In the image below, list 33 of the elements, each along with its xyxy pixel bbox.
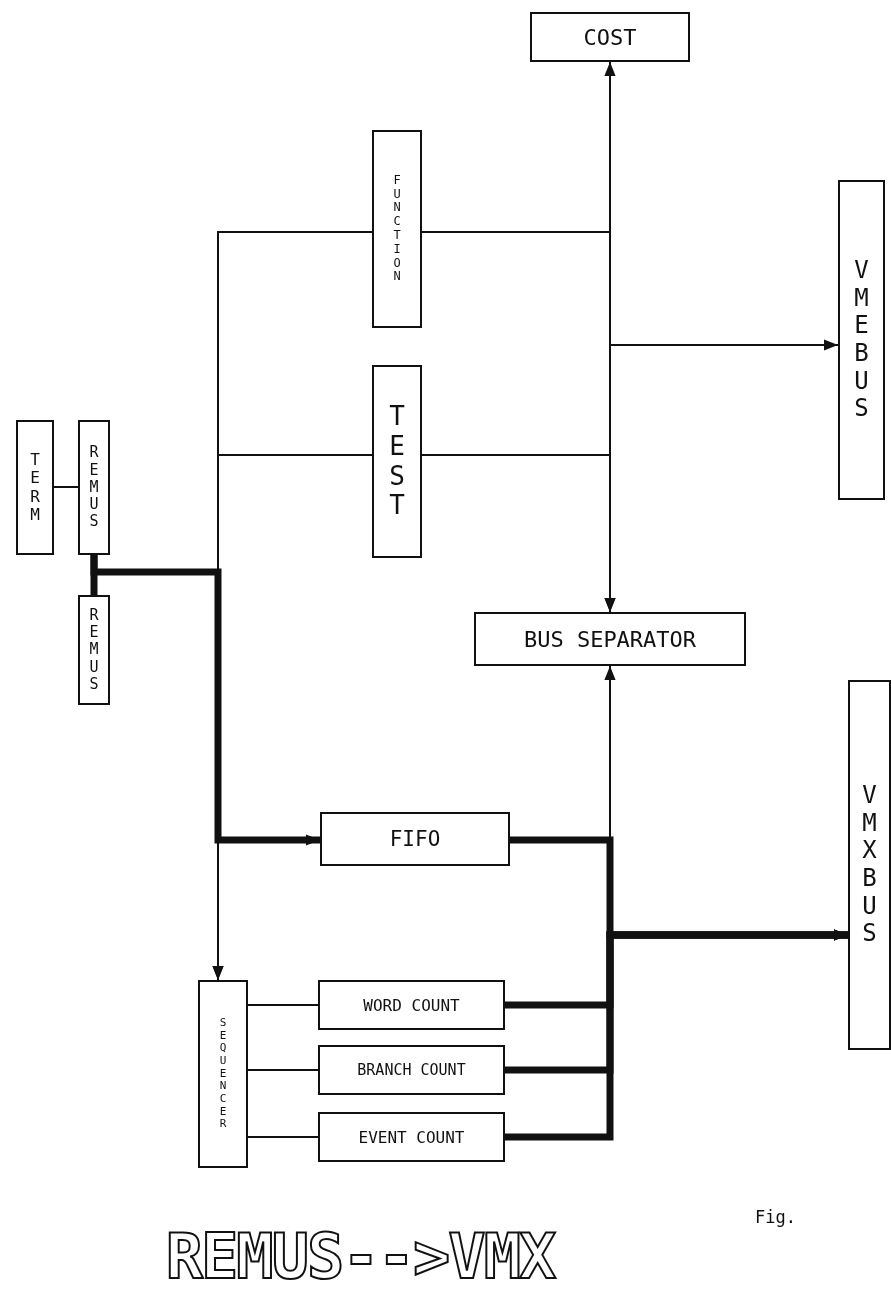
- node-label: REMUS: [89, 444, 99, 531]
- bus-box: [848, 680, 891, 1050]
- node-label: EVENT COUNT: [358, 1127, 465, 1147]
- node-label: COST: [583, 24, 637, 50]
- node-label: REMUS: [89, 606, 99, 694]
- node-label: VMX BUS: [862, 782, 877, 948]
- bus-box: [838, 180, 885, 500]
- node-label: TERM: [30, 450, 40, 525]
- process-box: [318, 1045, 505, 1095]
- node-label: BUS SEPARATOR: [523, 626, 697, 652]
- process-box: [372, 365, 422, 558]
- node-label: TEST: [389, 401, 405, 522]
- process-box: [530, 12, 690, 62]
- process-box: [16, 420, 54, 555]
- bus-arrow: [90, 555, 320, 846]
- node-label: FIFO: [389, 827, 441, 851]
- process-box: [78, 595, 110, 705]
- process-box: [474, 612, 746, 666]
- process-box: [372, 130, 422, 328]
- arrow: [212, 454, 373, 981]
- node-label: FUNCTION: [393, 173, 401, 285]
- process-box: [318, 1112, 505, 1162]
- figure-label: Fig.: [755, 1207, 796, 1227]
- node-label: SEQUENCER: [219, 1017, 227, 1131]
- node-label: WORD COUNT: [363, 995, 460, 1015]
- process-box: [318, 980, 505, 1030]
- node-label: VME BUS: [854, 257, 869, 423]
- process-box: [320, 812, 510, 866]
- process-box: [198, 980, 248, 1168]
- node-label: BRANCH COUNT: [357, 1061, 466, 1079]
- bus-arrow: [505, 929, 848, 1141]
- process-box: [78, 420, 110, 555]
- diagram-title: REMUS-->VMX: [164, 1220, 557, 1293]
